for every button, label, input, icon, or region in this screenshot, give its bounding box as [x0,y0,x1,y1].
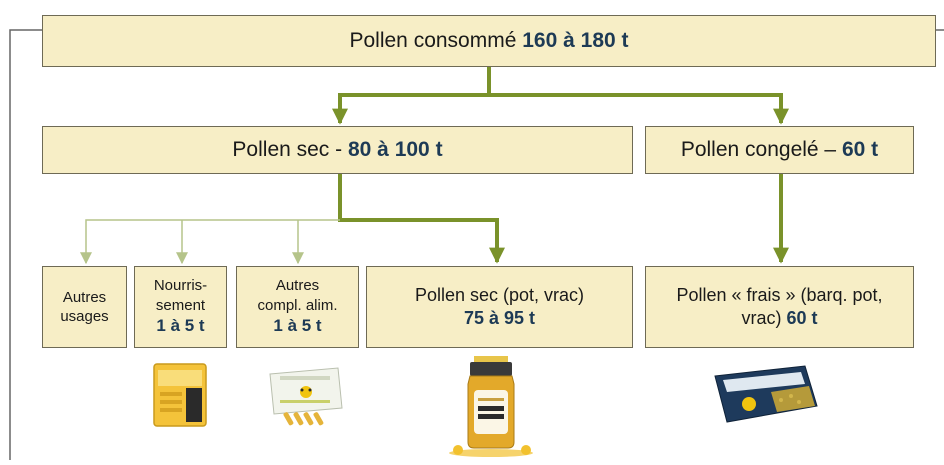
label-autres-usages-1: Autres [62,288,107,306]
pollen-bag-photo [153,363,207,427]
box-pollen-consomme: Pollen consommé 160 à 180 t [42,15,936,67]
box-pollen-sec: Pollen sec - 80 à 100 t [42,126,633,174]
label-pollen-frais-2: vrac) [741,308,782,328]
ampoule-box-photo [269,367,343,426]
frame-line [9,29,42,460]
label-autres-usages-2: usages [60,308,109,325]
label-pollen-sec: Pollen sec - [232,138,343,162]
label-autres-compl-2: compl. alim. [257,296,338,314]
label-nourrissement-2: sement [155,296,206,314]
value-autres-compl: 1 à 5 t [273,316,322,336]
box-pollen-sec-pot: Pollen sec (pot, vrac) 75 à 95 t [366,266,633,348]
value-pollen-consomme: 160 à 180 t [522,29,629,53]
arrow-top-to-frozen [489,93,789,125]
box-autres-usages: Autres usages [42,266,127,348]
label-pollen-frais-line2: vrac) 60 t [741,307,817,330]
label-pollen-frais-1: Pollen « frais » (barq. pot, [676,284,883,305]
arrow-dry-to-pot [338,172,505,264]
value-nourrissement: 1 à 5 t [156,316,205,336]
label-pollen-sec-pot: Pollen sec (pot, vrac) [414,284,585,305]
box-nourrissement: Nourris- sement 1 à 5 t [134,266,227,348]
value-pollen-sec-pot: 75 à 95 t [463,308,536,328]
value-pollen-congele: 60 t [841,138,879,162]
label-autres-compl-1: Autres [275,277,320,295]
arrow-top-to-branches [332,66,491,125]
label-nourrissement-1: Nourris- [153,277,208,295]
arrow-dry-to-small [80,219,340,265]
value-pollen-frais: 60 t [786,308,818,328]
pollen-jar-photo [449,356,533,457]
box-autres-compl: Autres compl. alim. 1 à 5 t [236,266,359,348]
box-pollen-congele: Pollen congelé – 60 t [645,126,914,174]
label-pollen-consomme: Pollen consommé [349,29,517,53]
label-pollen-congele: Pollen congelé – [680,138,837,162]
frozen-tray-photo [714,365,818,423]
box-pollen-frais: Pollen « frais » (barq. pot, vrac) 60 t [645,266,914,348]
value-pollen-sec: 80 à 100 t [347,138,443,162]
